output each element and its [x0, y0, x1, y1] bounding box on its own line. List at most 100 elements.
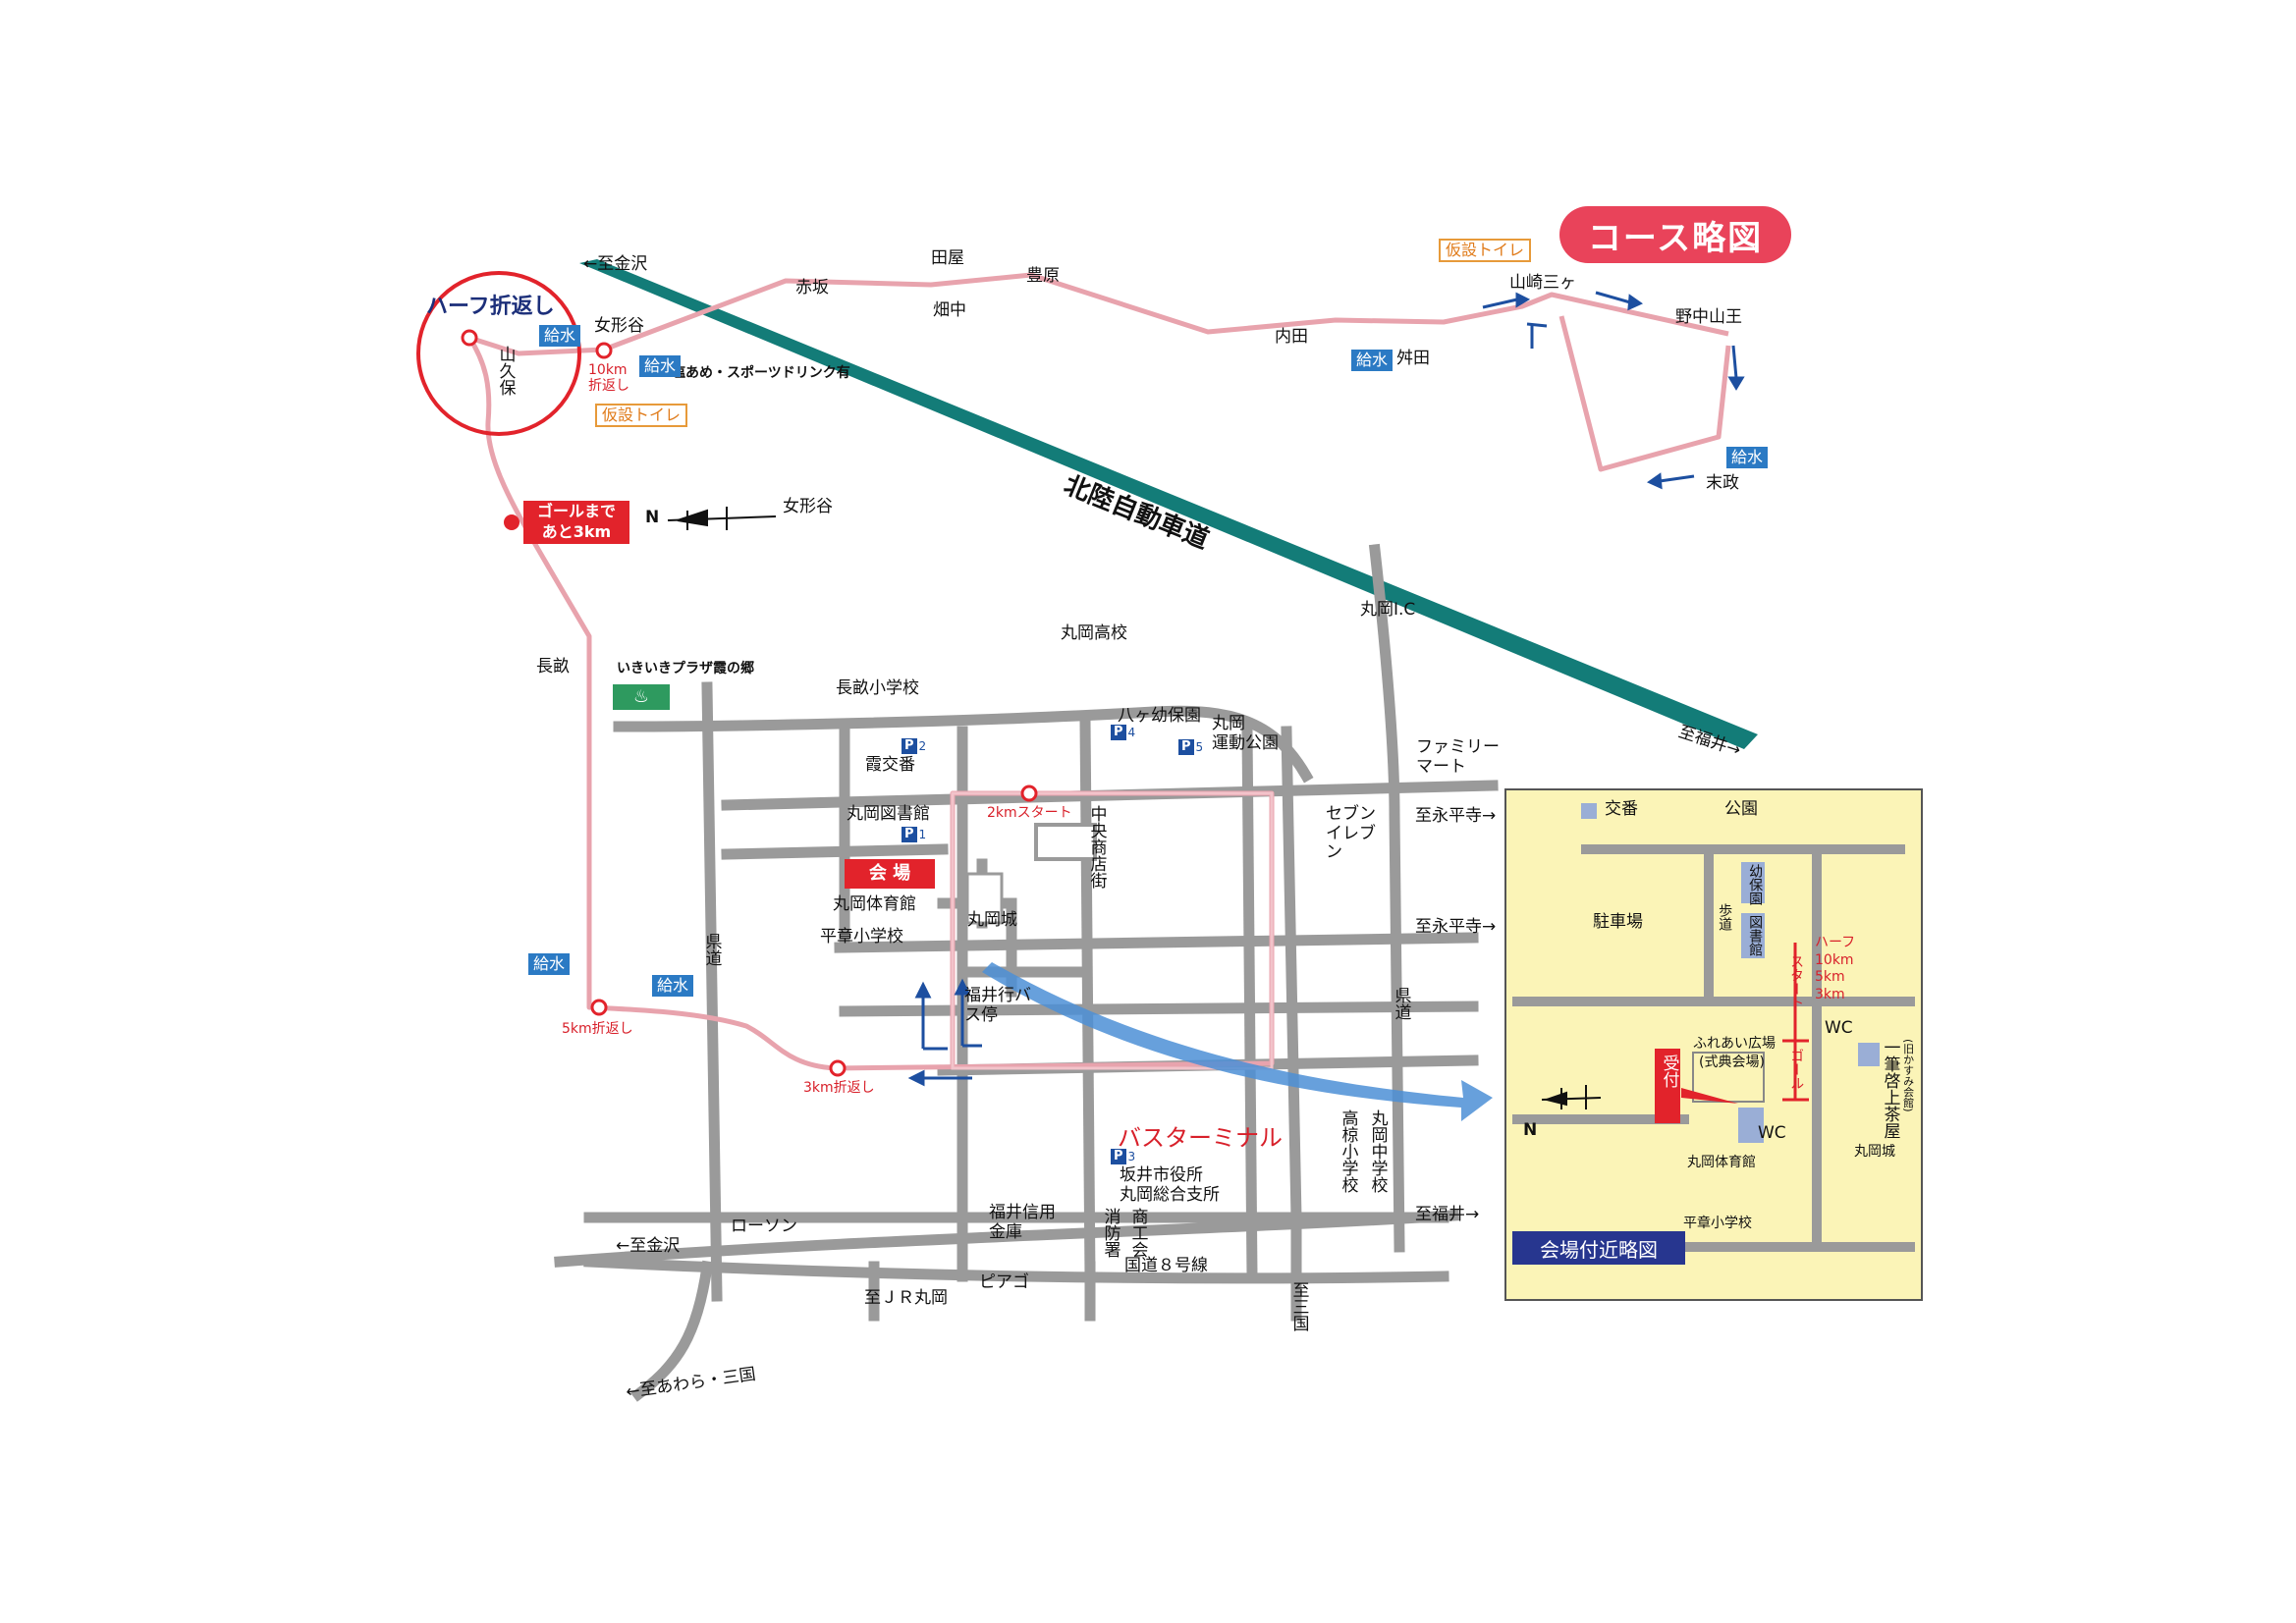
kaijo-badge: 会 場 [845, 859, 935, 889]
kasumi-koban-label: 霞交番 [865, 755, 915, 775]
megatani-label-2: 女形谷 [783, 497, 833, 516]
ikiiki-label: いきいきプラザ霞の郷 [617, 661, 754, 676]
seven-eleven-label: セブンイレブン [1326, 804, 1376, 863]
inset-koban-label: 交番 [1605, 799, 1638, 819]
family-mart-label: ファミリーマート [1416, 737, 1500, 777]
to-eiheiji-2: 至永平寺→ [1415, 917, 1497, 937]
nagaune-school-label: 長畝小学校 [836, 678, 919, 698]
maruoka-castle-label: 丸岡城 [967, 910, 1017, 930]
onsen-icon: ♨ [613, 684, 670, 710]
to-eiheiji-1: 至永平寺→ [1415, 806, 1497, 826]
to-kanazawa-top: ←至金沢 [583, 254, 648, 274]
hakkoku-label: 八ヶ幼保園 [1118, 706, 1201, 726]
heisho-school-label: 平章小学校 [820, 927, 903, 947]
north-compass [667, 507, 777, 530]
water-station-6: 給水 [652, 975, 694, 997]
to-kanazawa-bottom: ←至金沢 [616, 1236, 681, 1256]
inset-school-label: 平章小学校 [1683, 1216, 1752, 1231]
yamakubo-label: 山久保 [495, 346, 516, 396]
uchida-label: 内田 [1275, 327, 1308, 347]
suemasa-label: 末政 [1706, 473, 1739, 493]
fukui-shinyo-label: 福井信用金庫 [989, 1203, 1056, 1242]
page-title: コース略図 [1559, 206, 1791, 263]
maruoka-park-line2: 運動公園 [1212, 733, 1279, 753]
to-mikuni-label: 至三国 [1288, 1281, 1309, 1331]
fire-station-label: 消防署 [1100, 1208, 1121, 1258]
maruoka-branch-label: 丸岡総合支所 [1120, 1185, 1220, 1205]
start-2km-label: 2kmスタート [987, 805, 1072, 821]
water-station-5: 給水 [528, 953, 571, 975]
sakai-city-office-label: 坂井市役所 [1120, 1165, 1203, 1185]
nonaka-label: 野中山王 [1675, 307, 1742, 327]
inset-pointer-arrow [982, 962, 1493, 1121]
goal-3km-badge: ゴールまであと3km [523, 501, 629, 544]
akasaka-label: 赤坂 [795, 278, 829, 298]
inset-compass-n: N [1523, 1120, 1538, 1140]
inset-nursery-label: 幼保園 [1747, 864, 1764, 905]
inset-goal-label: ゴール [1788, 1049, 1805, 1090]
gym-label: 丸岡体育館 [833, 894, 916, 914]
half-turnaround-circle [416, 271, 581, 436]
maruoka-hs-label: 丸岡高校 [1061, 623, 1127, 643]
inset-library-label: 図書館 [1747, 915, 1764, 956]
yamazaki-label: 山崎三ヶ [1509, 273, 1576, 293]
maruoka-jhs-label: 丸岡中学校 [1367, 1109, 1388, 1193]
to-jr-maruoka-label: 至ＪＲ丸岡 [864, 1288, 948, 1308]
inset-wc-1: WC [1825, 1018, 1853, 1038]
to-fukui-label: 至福井→ [1415, 1205, 1480, 1224]
water-station-3: 給水 [1351, 350, 1394, 371]
inset-ceremony-label: (式典会場) [1699, 1055, 1765, 1070]
prefectural-road-label-2: 県道 [1391, 987, 1411, 1020]
water-station-2: 給水 [639, 355, 682, 377]
route8-label: 国道８号線 [1124, 1256, 1208, 1275]
piago-label: ピアゴ [979, 1272, 1029, 1292]
inset-castle-label: 丸岡城 [1854, 1144, 1895, 1160]
toyohara-label: 豊原 [1026, 266, 1060, 286]
inset-reception-label: 受付 [1659, 1055, 1679, 1088]
turnaround-5km-label: 5km折返し [562, 1021, 633, 1037]
chamber-label: 商工会 [1127, 1208, 1148, 1258]
expressway-band [579, 259, 1758, 749]
bus-terminal-label: バスターミナル [1118, 1124, 1283, 1152]
compass-n: N [645, 508, 660, 527]
fukui-bus-label: 福井行バス停 [964, 986, 1031, 1025]
taya-label: 田屋 [931, 248, 964, 268]
inset-gym-label: 丸岡体育館 [1687, 1155, 1756, 1170]
hatanaka-label: 畑中 [933, 300, 966, 320]
temp-toilet-2: 仮設トイレ [1439, 239, 1532, 262]
nagaune-label: 長畝 [536, 657, 570, 676]
takamuku-school-label: 高椋小学校 [1338, 1109, 1358, 1193]
inset-walkway-label: 歩道 [1717, 903, 1733, 931]
masuda-label: 舛田 [1396, 349, 1430, 368]
inset-ippitsu-note: (旧かすみ会館) [1901, 1039, 1915, 1112]
inset-parking-lot-label: 駐車場 [1593, 912, 1643, 932]
inset-wc-2: WC [1758, 1123, 1786, 1143]
inset-park-label: 公園 [1724, 799, 1758, 819]
maruoka-park-line1: 丸岡 [1212, 714, 1245, 733]
inset-ippitsu-label: 一筆啓上茶屋 [1880, 1039, 1900, 1139]
inset-start-label: スタート [1788, 954, 1805, 1009]
inset-title: 会場付近略図 [1512, 1231, 1685, 1265]
water-station-4: 給水 [1726, 447, 1769, 468]
central-shopping-label: 中央商店街 [1086, 805, 1107, 889]
half-turnaround-label: ハーフ折返し [426, 295, 555, 319]
maruoka-ic-label: 丸岡I.C [1360, 600, 1416, 620]
shioame-label: 塩あめ・スポーツドリンク有 [672, 365, 850, 381]
turnaround-3km-label: 3km折返し [803, 1080, 875, 1096]
library-label: 丸岡図書館 [847, 804, 930, 824]
direction-arrows [907, 291, 1745, 1087]
megatani-label: 女形谷 [594, 316, 644, 336]
prefectural-road-label-1: 県道 [701, 933, 722, 966]
temp-toilet-1: 仮設トイレ [595, 404, 688, 427]
water-station-1: 給水 [539, 325, 581, 347]
inset-fureai-label: ふれあい広場 [1693, 1036, 1776, 1052]
lawson-label: ローソン [731, 1217, 797, 1236]
